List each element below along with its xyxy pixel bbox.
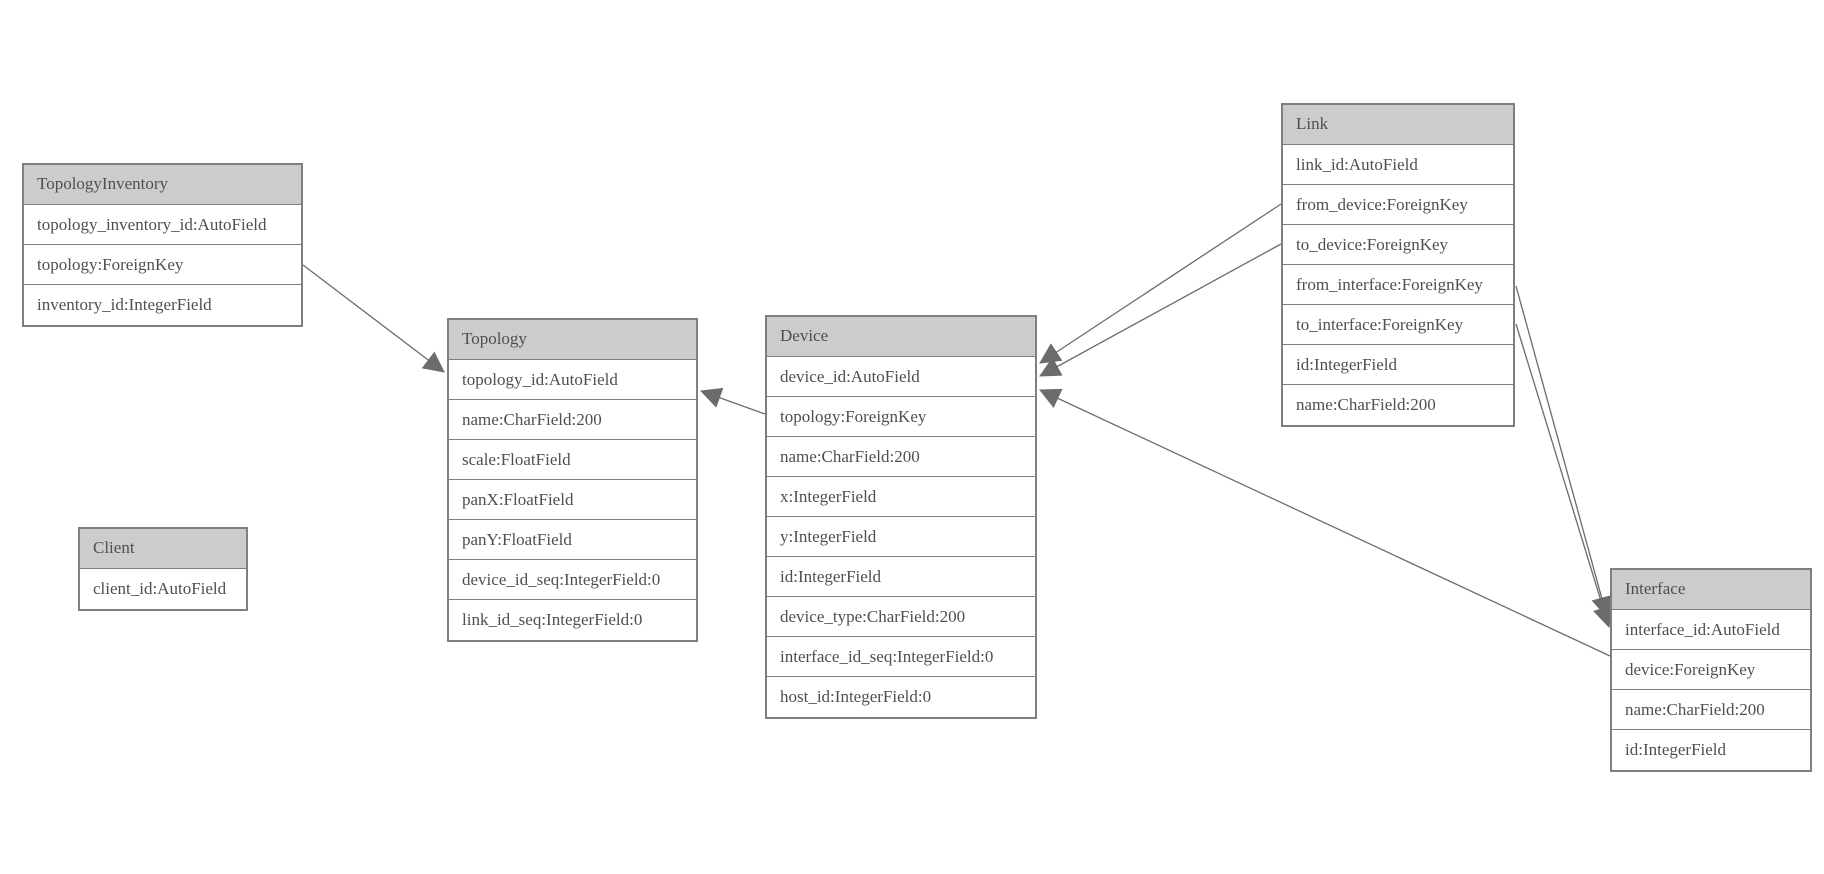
entity-field-row: interface_id:AutoField [1612,610,1810,650]
entity-title: Client [80,529,246,569]
entity-title: Device [767,317,1035,357]
entity-field-row: from_interface:ForeignKey [1283,265,1513,305]
entity-field-row: topology_inventory_id:AutoField [24,205,301,245]
entity-field-row: scale:FloatField [449,440,696,480]
entity-field-row: to_device:ForeignKey [1283,225,1513,265]
entity-field-row: client_id:AutoField [80,569,246,609]
relationship-link-to-device [1039,243,1282,377]
entity-field-row: name:CharField:200 [449,400,696,440]
entity-field-row: topology_id:AutoField [449,360,696,400]
entity-field-row: x:IntegerField [767,477,1035,517]
entity-field-row: device_type:CharField:200 [767,597,1035,637]
entity-field-row: from_device:ForeignKey [1283,185,1513,225]
entity-field-row: id:IntegerField [767,557,1035,597]
entity-field-row: name:CharField:200 [767,437,1035,477]
entity-field-row: interface_id_seq:IntegerField:0 [767,637,1035,677]
entity-field-row: topology:ForeignKey [24,245,301,285]
entity-title: Link [1283,105,1513,145]
relationship-interface-device [1039,388,1611,657]
entity-field-row: link_id_seq:IntegerField:0 [449,600,696,640]
entity-field-row: device_id_seq:IntegerField:0 [449,560,696,600]
entity-field-row: inventory_id:IntegerField [24,285,301,325]
relationship-link-from-interface [1515,285,1612,619]
entity-field-row: name:CharField:200 [1283,385,1513,425]
relationship-topologyinventory-topology [302,264,445,373]
relationship-link-to-interface [1515,323,1614,629]
entity-field-row: topology:ForeignKey [767,397,1035,437]
entity-field-row: device_id:AutoField [767,357,1035,397]
entity-field-row: id:IntegerField [1283,345,1513,385]
entity-field-row: y:IntegerField [767,517,1035,557]
entity-field-row: link_id:AutoField [1283,145,1513,185]
entity-field-row: panX:FloatField [449,480,696,520]
entity-field-row: panY:FloatField [449,520,696,560]
relationship-link-from-device [1039,203,1282,364]
entity-title: TopologyInventory [24,165,301,205]
entity-field-row: device:ForeignKey [1612,650,1810,690]
entity-title: Interface [1612,570,1810,610]
entity-field-row: id:IntegerField [1612,730,1810,770]
entity-field-row: host_id:IntegerField:0 [767,677,1035,717]
entity-title: Topology [449,320,696,360]
relationship-device-topology [700,387,766,415]
entity-field-row: name:CharField:200 [1612,690,1810,730]
entity-field-row: to_interface:ForeignKey [1283,305,1513,345]
